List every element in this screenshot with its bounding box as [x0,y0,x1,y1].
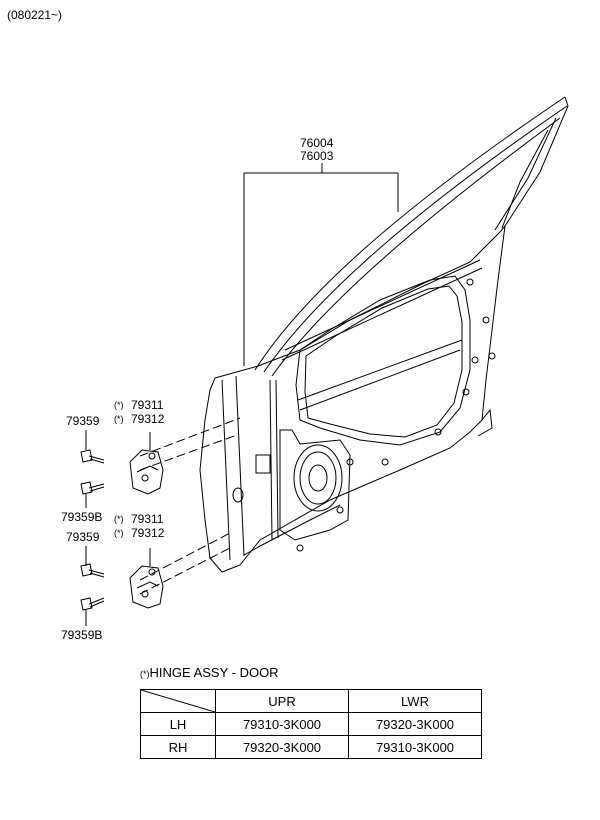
legend-text: HINGE ASSY - DOOR [149,665,279,680]
window-frame [254,96,569,377]
upper-bolt [80,430,105,464]
door-inner-structure [232,259,496,552]
callout-middle-bolt: 79359B [61,510,103,524]
callout-upper-hinge-b: 79312 [131,412,165,426]
bottom-bolt [80,597,105,626]
upper-hinge [129,432,164,495]
star-mark: (*) [114,414,124,424]
column-header-upr: UPR [215,689,349,713]
star-mark: (*) [114,528,124,538]
table-row: LH 79310-3K000 79320-3K000 [140,712,482,736]
callout-lower-hinge-a: 79311 [131,512,164,526]
column-header-lwr: LWR [348,689,482,713]
row-side-label: LH [140,712,216,736]
part-number-cell: 79320-3K000 [348,712,482,736]
callout-upper-hinge-a: 79311 [131,398,164,412]
lower-hinge [129,548,164,609]
middle-bolt [80,481,105,508]
star-mark: (*) [114,400,124,410]
door-outer-panel [199,224,506,573]
callout-lower-hinge-b: 79312 [131,526,165,540]
table-corner-cell [140,689,216,713]
table-row: RH 79320-3K000 79310-3K000 [140,735,482,759]
legend-mark: (*) [140,669,150,679]
callout-door-b: 76003 [300,149,334,163]
callout-door-a: 76004 [300,136,334,150]
part-number-cell: 79320-3K000 [215,735,349,759]
part-number-cell: 79310-3K000 [348,735,482,759]
header-code: (080221~) [7,8,63,22]
star-mark: (*) [114,514,124,524]
lower-bolt [80,546,105,578]
hinge-part-table: UPR LWR LH 79310-3K000 79320-3K000 RH 79… [140,689,482,759]
row-side-label: RH [140,735,216,759]
door-exploded-diagram [80,96,569,626]
callout-lower-bolt: 79359 [66,530,100,544]
legend: (*)HINGE ASSY - DOOR [140,665,279,680]
callout-upper-bolt: 79359 [66,414,100,428]
callout-bottom-bolt: 79359B [61,628,103,642]
part-number-cell: 79310-3K000 [215,712,349,736]
door-leader [243,163,399,366]
table-header-row: UPR LWR [140,689,482,713]
